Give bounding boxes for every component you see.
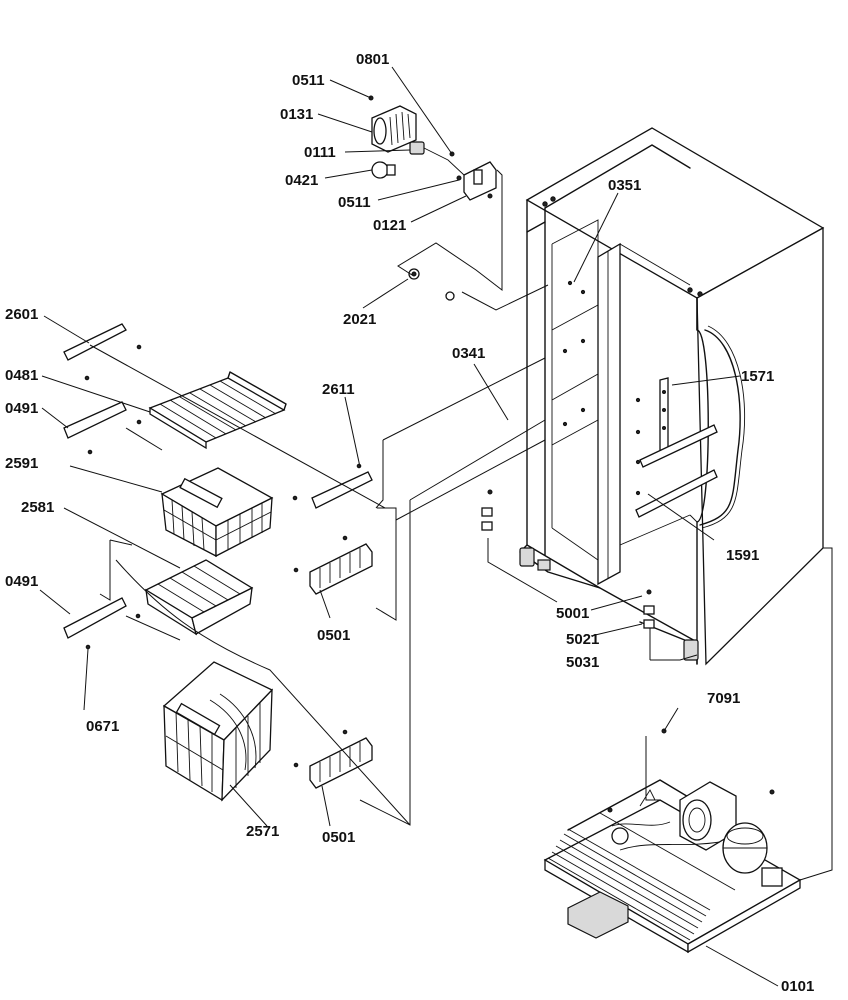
- shelf-slide-0491-bottom: [63, 597, 141, 650]
- callout-1571: 1571: [741, 368, 774, 385]
- section-outline-lines: [99, 169, 833, 881]
- callout-0341: 0341: [452, 345, 485, 362]
- callout-1591: 1591: [726, 547, 759, 564]
- machine-compartment: [543, 728, 802, 954]
- callout-0491-top: 0491: [5, 400, 38, 417]
- callout-2611: 2611: [322, 381, 355, 398]
- callout-0501-top: 0501: [317, 627, 350, 644]
- shelf-slide-2611: [292, 463, 373, 509]
- callout-0351: 0351: [608, 177, 641, 194]
- refrigerator-cabinet: [519, 127, 825, 666]
- callout-0111: 0111: [304, 144, 336, 161]
- callout-0671: 0671: [86, 718, 119, 735]
- leader-lines: [39, 66, 779, 987]
- callout-2021: 2021: [343, 311, 376, 328]
- callout-0801: 0801: [356, 51, 389, 68]
- callout-0101: 0101: [781, 978, 814, 995]
- shelf-slide-0491-top: [63, 401, 142, 455]
- shelf-slide-2601: [63, 323, 142, 381]
- callout-0131: 0131: [280, 106, 313, 123]
- callout-0511-top: 0511: [292, 72, 325, 89]
- wire-shelf: [148, 371, 287, 450]
- basket-slide-0501-top: [293, 535, 373, 595]
- wire-basket-2591: [160, 467, 274, 558]
- callout-0421: 0421: [285, 172, 318, 189]
- wire-basket-2571: [162, 661, 274, 802]
- leveling-hardware: [481, 489, 655, 629]
- callout-2591: 2591: [5, 455, 38, 472]
- callout-0501-bottom: 0501: [322, 829, 355, 846]
- light-assembly: [368, 95, 497, 201]
- wire-basket-2581: [144, 559, 254, 636]
- callout-0511-mid: 0511: [338, 194, 371, 211]
- callout-5001: 5001: [556, 605, 589, 622]
- callout-5021: 5021: [566, 631, 599, 648]
- callout-7091: 7091: [707, 690, 740, 707]
- callout-0491-bottom: 0491: [5, 573, 38, 590]
- callout-0121: 0121: [373, 217, 406, 234]
- callout-labels: 0801 0511 0131 0111 0421 0511 0121 0351 …: [5, 51, 814, 995]
- shelf-supports: [635, 377, 718, 518]
- callout-2581: 2581: [21, 499, 54, 516]
- callout-5031: 5031: [566, 654, 599, 671]
- thermostat-knob: [408, 268, 455, 301]
- water-tube: [699, 329, 741, 526]
- callout-2601: 2601: [5, 306, 38, 323]
- callout-2571: 2571: [246, 823, 279, 840]
- callout-0481: 0481: [5, 367, 38, 384]
- basket-slide-0501-bottom: [293, 729, 373, 789]
